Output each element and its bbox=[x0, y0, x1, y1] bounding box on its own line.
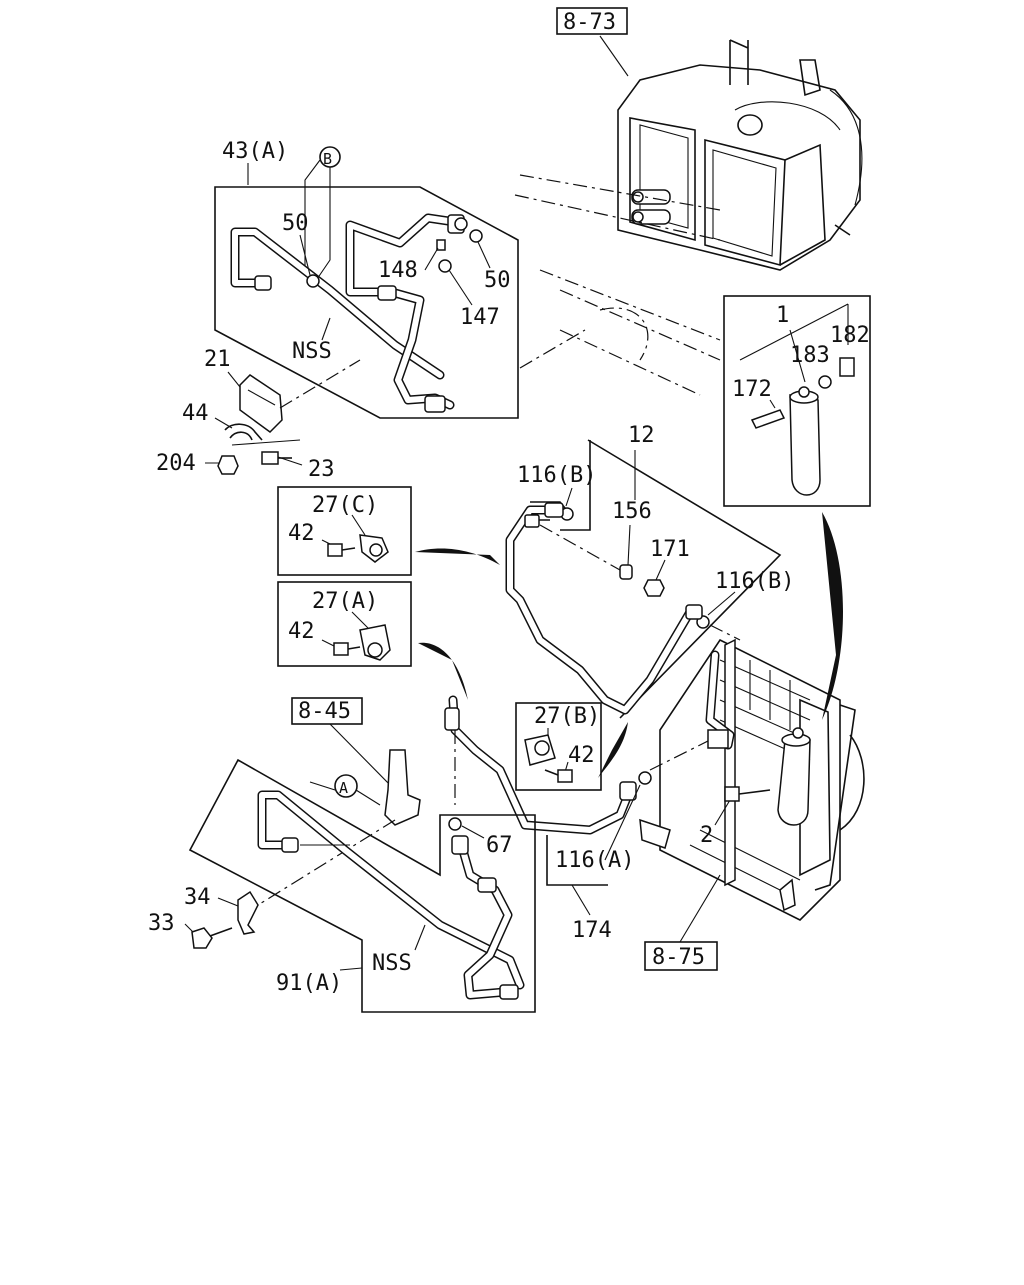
label-43a: 43(A) bbox=[222, 139, 288, 164]
label-172: 172 bbox=[732, 377, 772, 402]
hose-group-91a: 8-45 A 67 NSS 91(A) 34 33 bbox=[148, 697, 536, 1013]
label-183: 183 bbox=[790, 343, 830, 368]
label-27a: 27(A) bbox=[312, 589, 378, 614]
detail-box-27b bbox=[515, 702, 602, 791]
condenser-assembly: 2 8-75 bbox=[639, 638, 865, 971]
label-44: 44 bbox=[182, 401, 209, 426]
hose-group-43a: 43(A) B 50 50 148 147 NSS bbox=[214, 139, 586, 419]
pointer-arrow-27c bbox=[415, 548, 500, 565]
hvac-unit-assembly: 8-73 bbox=[556, 7, 863, 271]
ref-box-8-73 bbox=[556, 7, 628, 35]
label-21: 21 bbox=[204, 347, 231, 372]
label-2: 2 bbox=[700, 823, 713, 848]
label-156: 156 bbox=[612, 499, 652, 524]
label-33: 33 bbox=[148, 911, 175, 936]
label-67: 67 bbox=[486, 833, 513, 858]
pointer-arrow-drier bbox=[822, 512, 843, 720]
label-204: 204 bbox=[156, 451, 196, 476]
label-182: 182 bbox=[830, 323, 870, 348]
body-reference-lines bbox=[514, 174, 721, 396]
label-171: 171 bbox=[650, 537, 690, 562]
ref-box-8-45 bbox=[291, 697, 363, 725]
ref-label-8-75: 8-75 bbox=[652, 945, 705, 970]
drier-detail-box bbox=[723, 295, 871, 507]
circled-b-label: B bbox=[323, 150, 332, 168]
bracket-clamp-group: 21 44 204 23 bbox=[156, 347, 361, 482]
clip-detail-27b: 27(B) 42 bbox=[515, 702, 628, 791]
label-27b: 27(B) bbox=[534, 704, 600, 729]
label-91a: 91(A) bbox=[276, 971, 342, 996]
label-148: 148 bbox=[378, 258, 418, 283]
discharge-line-174: 116(A) 174 bbox=[444, 695, 721, 943]
label-50-left: 50 bbox=[282, 211, 309, 236]
pointer-arrow-27a bbox=[418, 642, 468, 700]
ref-box-8-75 bbox=[644, 941, 718, 971]
pointer-arrow-27b bbox=[598, 722, 628, 778]
label-42-27a: 42 bbox=[288, 619, 315, 644]
label-23: 23 bbox=[308, 457, 335, 482]
label-42-27c: 42 bbox=[288, 521, 315, 546]
label-27c: 27(C) bbox=[312, 493, 378, 518]
label-116b-top: 116(B) bbox=[517, 463, 596, 488]
label-116a: 116(A) bbox=[555, 848, 634, 873]
label-116b-right: 116(B) bbox=[715, 569, 794, 594]
circled-a-marker bbox=[334, 774, 358, 798]
ref-label-8-73: 8-73 bbox=[563, 10, 616, 35]
label-147: 147 bbox=[460, 305, 500, 330]
label-42-27b: 42 bbox=[568, 743, 595, 768]
label-50-right: 50 bbox=[484, 268, 511, 293]
label-174: 174 bbox=[572, 918, 612, 943]
liquid-line-12: 12 116(B) 156 171 116(B) bbox=[505, 423, 794, 719]
group-box-91a bbox=[188, 758, 536, 1013]
receiver-drier-detail: 1 182 183 172 bbox=[723, 295, 871, 507]
label-nss-top: NSS bbox=[292, 339, 332, 364]
group-box-43a bbox=[214, 186, 519, 419]
circled-a-label: A bbox=[339, 779, 348, 797]
label-34: 34 bbox=[184, 885, 211, 910]
detail-box-27c bbox=[277, 486, 412, 576]
label-12: 12 bbox=[628, 423, 655, 448]
clip-detail-27c: 27(C) 42 bbox=[277, 486, 500, 576]
detail-box-27a bbox=[277, 581, 412, 667]
ref-label-8-45: 8-45 bbox=[298, 699, 351, 724]
clip-detail-27a: 27(A) 42 bbox=[277, 581, 468, 700]
label-nss-bottom: NSS bbox=[372, 951, 412, 976]
label-1: 1 bbox=[776, 303, 789, 328]
